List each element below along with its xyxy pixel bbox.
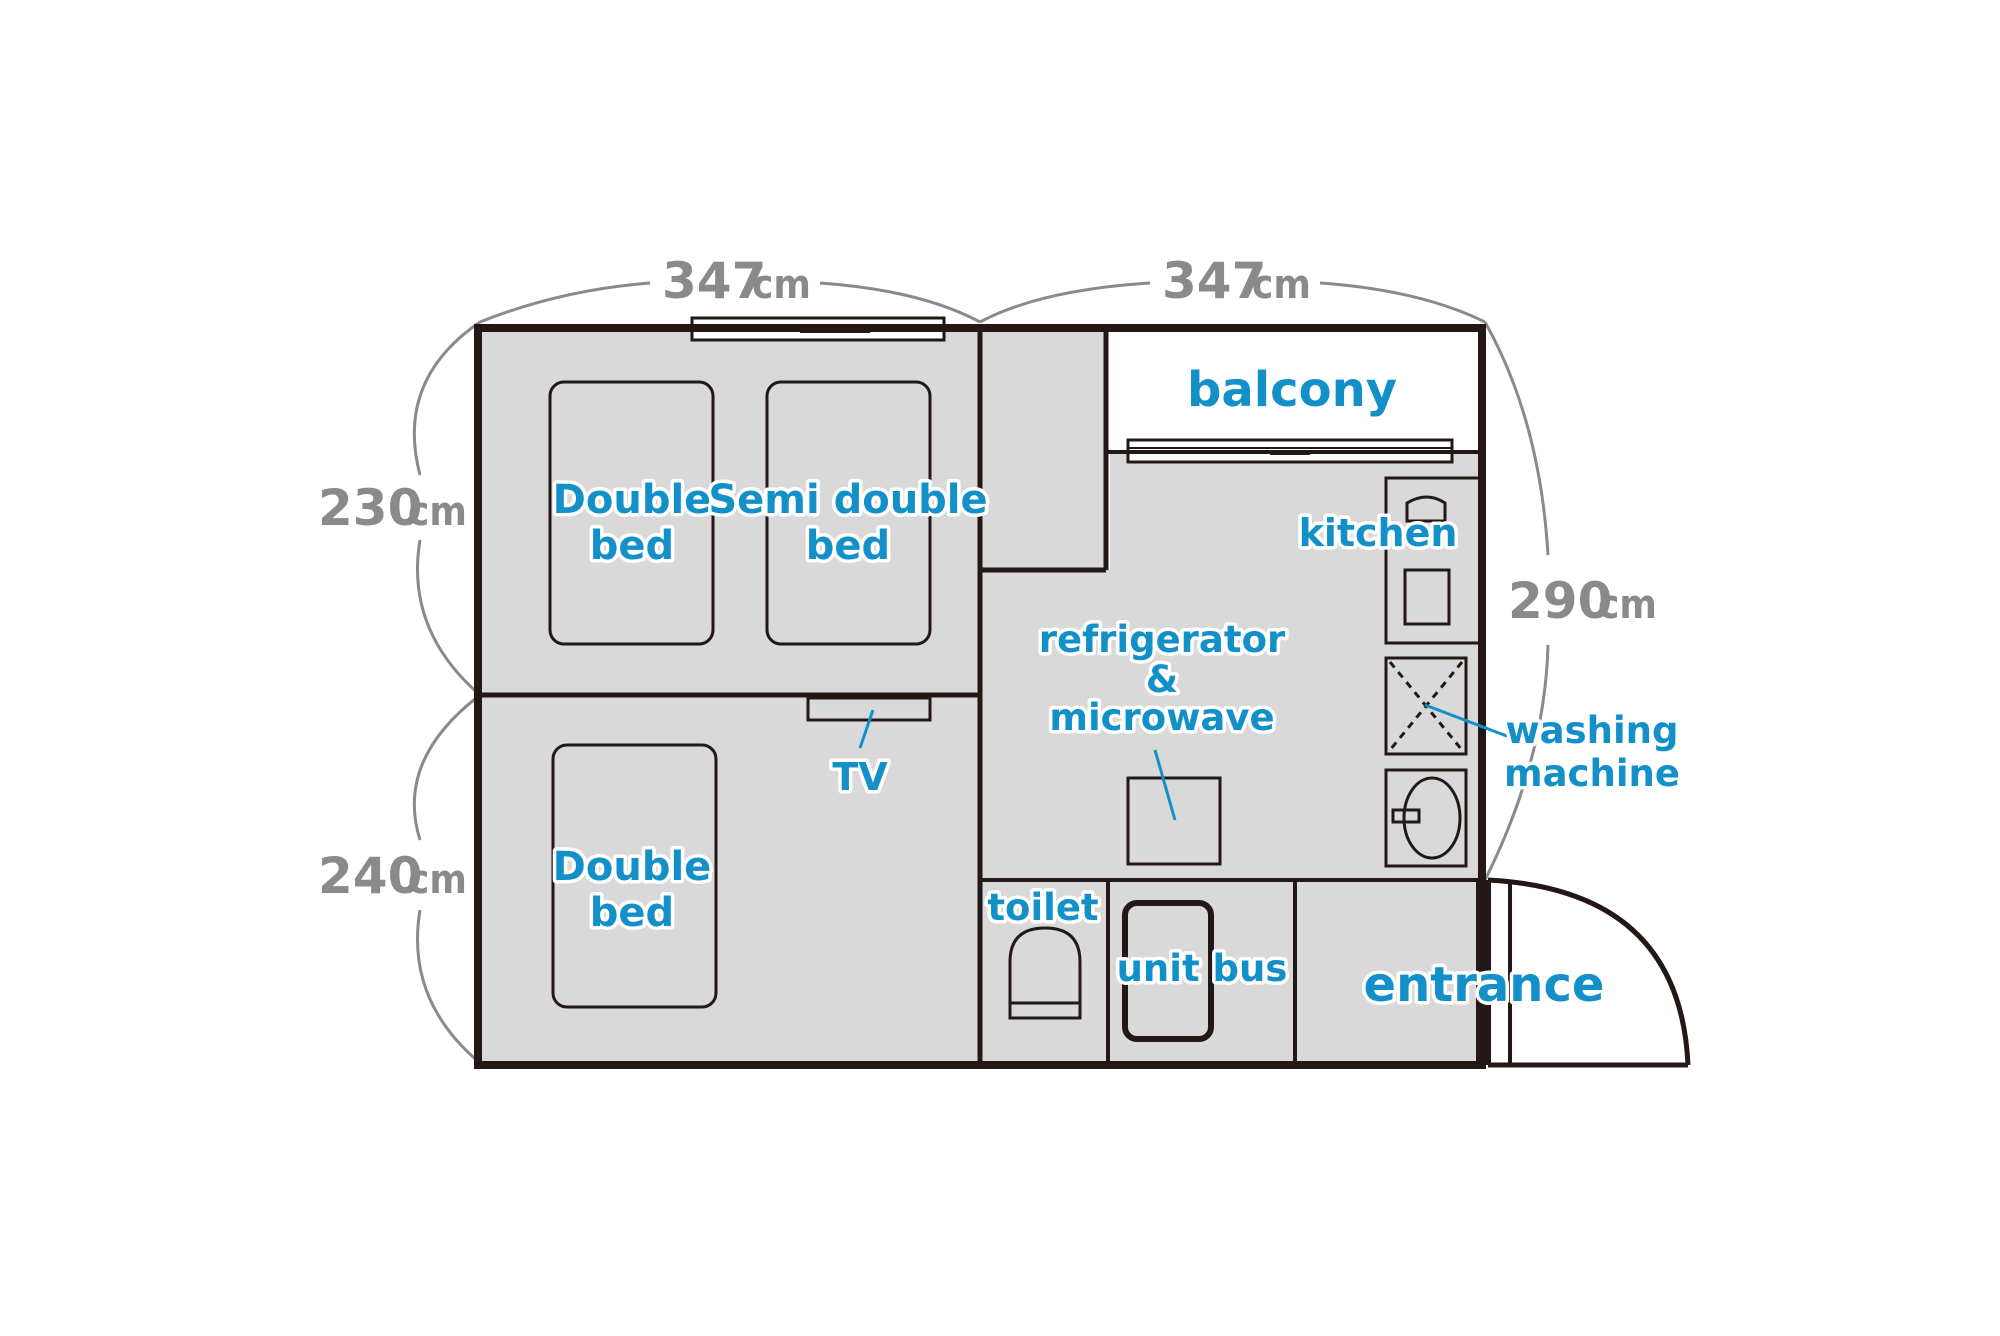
svg-text:cm: cm (1598, 582, 1657, 628)
svg-text:cm: cm (408, 489, 467, 535)
double-bed-1 (548, 380, 715, 646)
refrigerator-pointer (1153, 749, 1177, 821)
dim-right: 290 cm (1508, 572, 1657, 630)
svg-text:cm: cm (408, 857, 467, 903)
label-tv: TV (832, 755, 888, 799)
svg-text:240: 240 (318, 847, 422, 905)
dim-top-right: 347 cm (1162, 252, 1311, 310)
svg-text:refrigerator: refrigerator (1039, 618, 1286, 661)
label-balcony: balcony (1187, 362, 1397, 418)
balcony-area (1108, 334, 1480, 452)
beds (548, 380, 932, 1009)
entrance-door (1485, 877, 1691, 1068)
svg-text:cm: cm (1252, 262, 1311, 308)
dim-top-left: 347 cm (662, 252, 811, 310)
svg-text:bed: bed (590, 523, 674, 569)
dimension-arcs (412, 281, 1550, 1065)
svg-text:bed: bed (806, 523, 890, 569)
label-kitchen: kitchen (1299, 511, 1458, 555)
washing-pointer (1424, 703, 1513, 740)
toilet-fixture (1008, 926, 1082, 1020)
label-entrance: entrance (1364, 957, 1605, 1013)
svg-text:347: 347 (662, 252, 766, 310)
walls (474, 324, 1486, 1069)
svg-text:290: 290 (1508, 572, 1612, 630)
svg-text:machine: machine (1504, 752, 1680, 795)
dim-left-lower: 240 cm (318, 847, 467, 905)
unit-bus-tub (1122, 900, 1214, 1042)
dim-left-upper: 230 cm (318, 479, 467, 537)
svg-text:cm: cm (752, 262, 811, 308)
tv-pointer (858, 709, 875, 749)
svg-text:347: 347 (1162, 252, 1266, 310)
svg-text:Semi double: Semi double (708, 477, 987, 523)
label-double-bed-1: Double bed (549, 474, 715, 573)
label-semi-double-bed: Semi double bed (705, 474, 991, 573)
label-washing-machine: washing machine (1501, 706, 1684, 799)
label-unit-bus: unit bus (1117, 947, 1288, 990)
semi-double-bed (765, 380, 932, 646)
label-double-bed-2: Double bed (549, 841, 715, 940)
svg-text:&: & (1146, 658, 1178, 701)
kitchen-unit (1384, 476, 1482, 645)
svg-text:microwave: microwave (1049, 696, 1274, 739)
svg-text:Double: Double (553, 477, 712, 523)
double-bed-2 (551, 743, 718, 1009)
svg-text:bed: bed (590, 890, 674, 936)
svg-text:230: 230 (318, 479, 422, 537)
label-toilet: toilet (987, 886, 1098, 929)
refrigerator-box (1126, 776, 1222, 866)
svg-text:washing: washing (1505, 709, 1678, 752)
wash-basin (1384, 768, 1468, 868)
label-refrigerator: refrigerator & microwave (1035, 615, 1289, 743)
svg-text:Double: Double (553, 844, 712, 890)
